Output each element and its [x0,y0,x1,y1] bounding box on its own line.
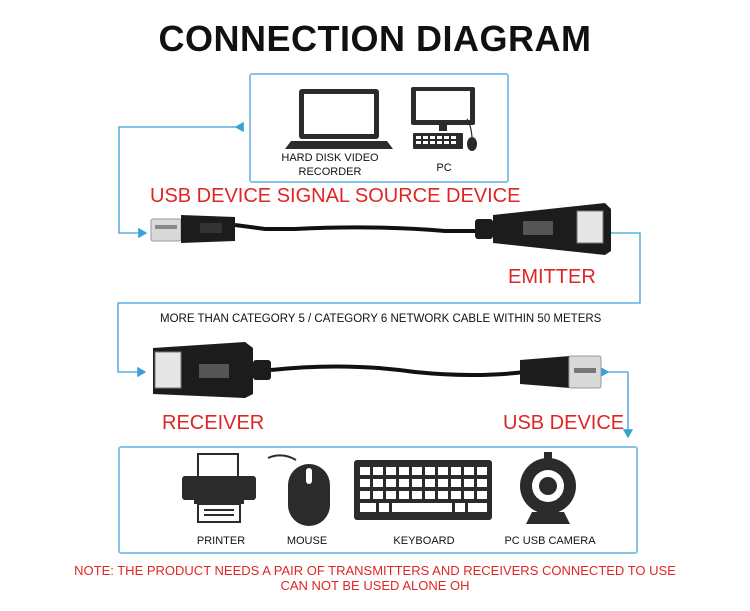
pc-label: PC [436,162,452,174]
webcam-icon [520,452,576,524]
usage-note-line1: NOTE: THE PRODUCT NEEDS A PAIR OF TRANSM… [74,563,676,578]
webcam-label: PC USB CAMERA [504,535,596,547]
desktop-pc-icon [411,87,477,151]
receiver-cable-illustration [153,342,602,398]
keyboard-label: KEYBOARD [393,535,455,547]
network-cable-label: MORE THAN CATEGORY 5 / CATEGORY 6 NETWOR… [160,313,602,325]
mouse-label: MOUSE [286,535,328,547]
arrow-emitter-to-receiver [117,227,641,378]
printer-icon [182,453,256,523]
diagram-title: CONNECTION DIAGRAM [158,18,592,59]
source-device-label: USB DEVICE SIGNAL SOURCE DEVICE [150,185,521,207]
usage-note: NOTE: THE PRODUCT NEEDS A PAIR OF TRANSM… [0,563,750,593]
emitter-cable-illustration [150,203,611,255]
receiver-label: RECEIVER [162,412,265,434]
keyboard-icon [354,460,492,520]
usage-note-line2: CAN NOT BE USED ALONE OH [280,578,470,593]
usb-device-box: PRINTER MOUSE KEYBOARD PC USB CAMERA [118,446,638,554]
laptop-label: HARD DISK VIDEO RECORDER [281,152,379,178]
printer-label: PRINTER [196,535,246,547]
arrow-usb-to-devices [600,366,634,439]
laptop-icon [285,89,393,149]
arrow-source-to-plug [118,121,244,239]
source-device-box: HARD DISK VIDEO RECORDER PC [249,73,509,183]
mouse-icon [267,454,330,526]
emitter-label: EMITTER [508,266,596,288]
usb-device-label: USB DEVICE [503,412,625,434]
